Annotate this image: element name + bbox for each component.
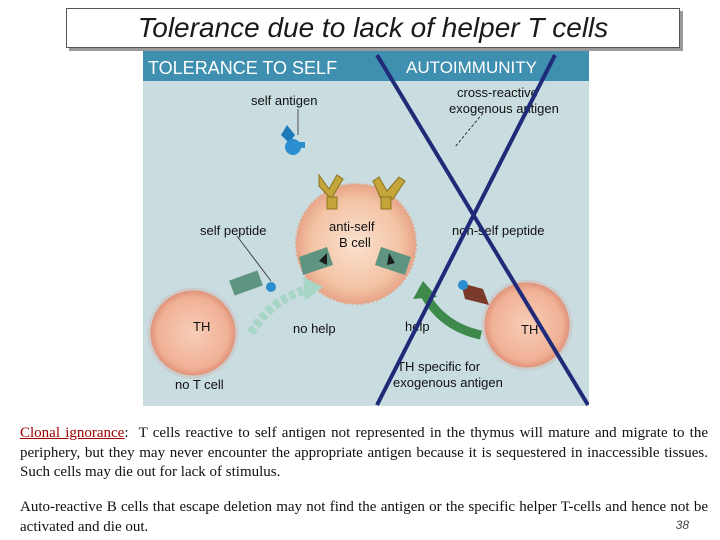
- figure-header-bar: [143, 51, 589, 81]
- label-self-antigen: self antigen: [251, 93, 318, 108]
- slide-title-text: Tolerance due to lack of helper T cells: [137, 12, 609, 43]
- antibody-left: [318, 173, 344, 210]
- t-cell-left: [147, 287, 239, 379]
- header-tolerance-to-self: TOLERANCE TO SELF: [148, 58, 337, 78]
- b-cell: [295, 183, 417, 305]
- self-peptide-shape: [266, 282, 276, 292]
- t-cell-left-receptor: [229, 270, 263, 296]
- self-peptide-pointer: [236, 235, 272, 282]
- nonself-peptide-shape: [458, 280, 468, 290]
- slide-title: Tolerance due to lack of helper T cells: [66, 8, 680, 48]
- marker-left: [319, 253, 327, 265]
- auto-reactive-paragraph: Auto-reactive B cells that escape deleti…: [20, 499, 708, 535]
- label-no-t-cell: no T cell: [175, 377, 224, 392]
- cross-mark-line-1: [375, 53, 589, 406]
- clonal-ignorance-text: T cells reactive to self antigen not rep…: [20, 425, 716, 480]
- no-help-arrow: [247, 284, 311, 336]
- page-number: 38: [675, 518, 689, 532]
- mhc-left: [299, 247, 333, 275]
- clonal-ignorance-colon: :: [124, 425, 129, 441]
- clonal-ignorance-paragraph: Clonal ignorance: T cells reactive to se…: [20, 424, 708, 483]
- no-help-arrowhead: [303, 277, 323, 301]
- label-nonself-peptide: non-self peptide: [452, 223, 545, 238]
- self-antigen-shape: [281, 125, 305, 155]
- label-cross-reactive-1: cross-reactive: [457, 85, 538, 100]
- label-anti-self-1: anti-self: [329, 219, 375, 234]
- tolerance-figure: TOLERANCE TO SELF AUTOIMMUNITY self anti…: [143, 51, 589, 406]
- cross-mark-line-2: [375, 54, 557, 406]
- label-th-specific-1: TH specific for: [397, 359, 481, 374]
- label-no-help: no help: [293, 321, 336, 336]
- label-th-specific-2: exogenous antigen: [393, 375, 503, 390]
- cross-reactive-pointer: [454, 112, 484, 148]
- label-anti-self-2: B cell: [339, 235, 371, 250]
- label-th-right: TH: [521, 322, 538, 337]
- label-th-left: TH: [193, 319, 210, 334]
- marker-right: [387, 253, 395, 265]
- t-cell-right: [481, 279, 573, 371]
- label-self-peptide: self peptide: [200, 223, 267, 238]
- label-cross-reactive-2: exogenous antigen: [449, 101, 559, 116]
- header-autoimmunity: AUTOIMMUNITY: [406, 58, 537, 77]
- clonal-ignorance-term: Clonal ignorance: [20, 425, 125, 441]
- t-cell-right-receptor: [461, 283, 489, 305]
- antibody-right: [372, 176, 406, 210]
